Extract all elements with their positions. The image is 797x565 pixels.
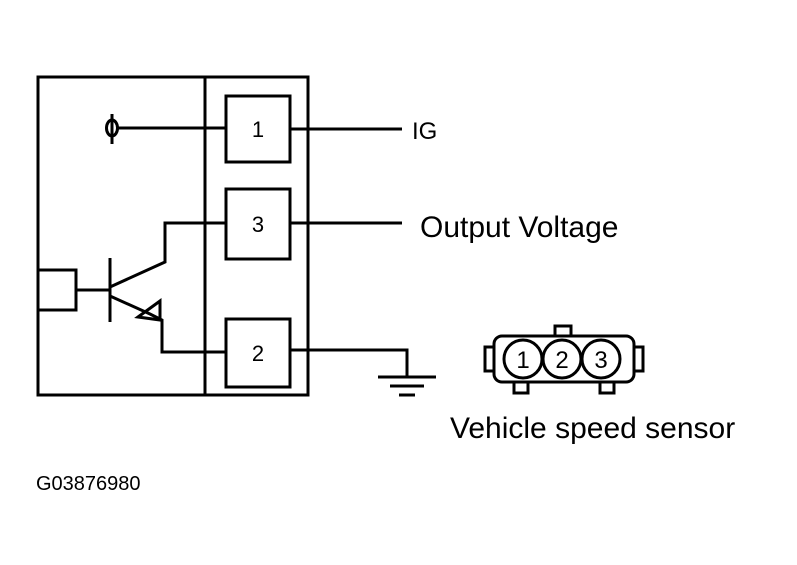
terminal-2-label: 2 — [252, 341, 264, 366]
sensor-housing — [36, 75, 310, 397]
sensor-outer-box — [36, 75, 310, 397]
connector-pin-3-label: 3 — [594, 347, 607, 374]
connector-pin-1-label: 1 — [516, 347, 529, 374]
emitter-arrow-icon — [134, 298, 162, 322]
ig-label: IG — [412, 118, 437, 145]
sensor-element-box — [36, 268, 78, 312]
output-voltage-label: Output Voltage — [420, 211, 619, 244]
terminal-1-label: 1 — [252, 117, 264, 142]
connector-caption: Vehicle speed sensor — [450, 412, 735, 445]
terminal-3-label: 3 — [252, 212, 264, 237]
connector-body — [492, 334, 636, 384]
connector-face — [483, 324, 645, 395]
ground-icon — [378, 375, 436, 397]
emitter-lead — [109, 294, 226, 354]
connector-pin-2-label: 2 — [555, 347, 568, 374]
ground-wire — [290, 348, 409, 377]
figure-id: G03876980 — [36, 473, 141, 495]
transistor-circuit — [36, 221, 226, 354]
external-wires — [290, 127, 409, 377]
connector-pin-3 — [580, 338, 622, 380]
power-symbol — [105, 114, 226, 144]
collector-lead — [109, 221, 226, 289]
